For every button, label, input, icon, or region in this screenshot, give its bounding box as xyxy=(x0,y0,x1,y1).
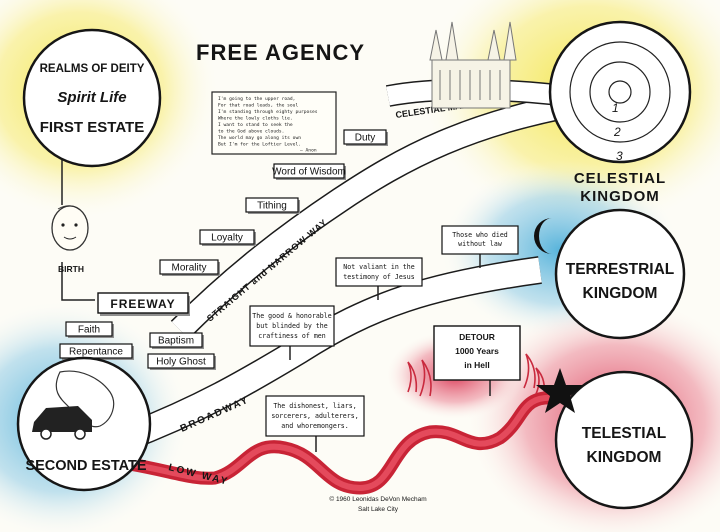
sign-detour: DETOUR 1000 Years in Hell xyxy=(433,325,521,396)
sign-good-honorable: The good & honorable but blinded by the … xyxy=(249,305,335,360)
terrestrial-kingdom-circle: TERRESTRIAL KINGDOM xyxy=(534,208,686,340)
sign-not-valiant-line: testimony of Jesus xyxy=(343,273,414,281)
sign-not-valiant-line: Not valiant in the xyxy=(343,263,414,271)
copyright-line: © 1960 Leonidas DeVon Mecham xyxy=(329,495,426,503)
telestial-title-line2: KINGDOM xyxy=(587,449,662,466)
poem-line: Where the lowly cloths lie. xyxy=(218,116,293,122)
step-faith-label: Faith xyxy=(78,325,100,336)
celestial-title-line1: CELESTIAL xyxy=(574,170,666,187)
sign-dishonest: The dishonest, liars, sorcerers, adulter… xyxy=(265,395,365,452)
car-icon xyxy=(32,406,92,440)
step-duty: Duty xyxy=(343,129,388,146)
step-word-of-wisdom: Word of Wisdom xyxy=(272,163,346,180)
step-duty-label: Duty xyxy=(355,133,376,144)
step-repentance-label: Repentance xyxy=(69,347,123,358)
sign-without-law-line: without law xyxy=(458,240,502,248)
step-tithing-label: Tithing xyxy=(257,201,287,212)
birth-label: BIRTH xyxy=(58,264,84,274)
descent-line xyxy=(61,160,95,301)
sign-detour-line: 1000 Years xyxy=(455,346,499,356)
step-loyalty-label: Loyalty xyxy=(211,233,243,244)
telestial-kingdom-circle: TELESTIAL KINGDOM xyxy=(536,368,694,510)
sign-dishonest-line: and whoremongers. xyxy=(281,422,349,430)
step-holy-ghost-label: Holy Ghost xyxy=(156,357,206,368)
temple-illustration xyxy=(429,21,517,109)
poem-line: to the God above clouds. xyxy=(218,129,284,135)
step-signs: Duty Word of Wisdom Tithing Loyalty Mora… xyxy=(59,129,388,370)
step-morality: Morality xyxy=(159,259,220,276)
degree-label: 2 xyxy=(613,125,621,139)
sign-good-honorable-line: but blinded by the xyxy=(256,322,327,330)
freeway-sign: FREEWAY xyxy=(97,292,190,316)
poem-box: I'm going to the upper road, For that ro… xyxy=(211,91,337,155)
first-estate-circle: REALMS OF DEITY Spirit Life FIRST ESTATE xyxy=(22,28,162,168)
step-holy-ghost: Holy Ghost xyxy=(147,353,216,370)
sign-good-honorable-line: The good & honorable xyxy=(252,312,331,320)
sign-detour-line: DETOUR xyxy=(459,332,495,342)
poem-author: — Anon xyxy=(300,148,317,154)
poem-line: But I'm for the Loftier Level. xyxy=(218,142,301,148)
sign-without-law-line: Those who died xyxy=(452,231,508,239)
poem-line: I'm standing through eighty purposes xyxy=(218,109,318,115)
poem-line: I want to stand to seek the xyxy=(218,122,293,128)
poem-line: I'm going to the upper road, xyxy=(218,96,295,102)
celestial-title-line2: KINGDOM xyxy=(580,188,660,205)
poem-line: For that road leads, the soul xyxy=(218,103,298,109)
sign-detour-line: in Hell xyxy=(464,360,490,370)
sign-dishonest-line: The dishonest, liars, xyxy=(273,402,356,410)
step-loyalty: Loyalty xyxy=(199,229,256,246)
copyright-line: Salt Lake City xyxy=(358,506,399,513)
step-tithing: Tithing xyxy=(245,197,300,214)
baby-icon xyxy=(51,205,89,251)
degree-label: 3 xyxy=(616,149,623,163)
step-baptism-label: Baptism xyxy=(158,336,194,347)
step-word-of-wisdom-label: Word of Wisdom xyxy=(272,167,346,178)
sign-not-valiant: Not valiant in the testimony of Jesus xyxy=(335,257,423,300)
telestial-title-line1: TELESTIAL xyxy=(582,425,666,442)
degree-label: 1 xyxy=(612,101,619,115)
road-signs: Those who died without law Not valiant i… xyxy=(249,225,521,452)
poem-line: The world may go along its own xyxy=(218,135,301,141)
celestial-kingdom-circle: 1 2 3 xyxy=(548,20,692,164)
page-title: FREE AGENCY xyxy=(196,40,365,65)
realms-line3: FIRST ESTATE xyxy=(40,119,144,136)
sign-without-law: Those who died without law xyxy=(441,225,519,268)
roads xyxy=(111,78,602,495)
step-morality-label: Morality xyxy=(171,263,206,274)
realms-line2: Spirit Life xyxy=(57,89,126,106)
sign-good-honorable-line: craftiness of men xyxy=(258,332,326,340)
continent-outline xyxy=(55,370,115,428)
second-estate-circle xyxy=(16,356,152,492)
step-faith: Faith xyxy=(65,321,114,338)
step-repentance: Repentance xyxy=(59,343,134,360)
moon-icon xyxy=(534,218,552,254)
freeway-label: FREEWAY xyxy=(110,297,175,311)
step-baptism: Baptism xyxy=(149,332,204,349)
star-icon xyxy=(536,368,584,413)
second-estate-label: SECOND ESTATE xyxy=(25,458,146,474)
terrestrial-title-line1: TERRESTRIAL xyxy=(566,261,675,278)
sign-dishonest-line: sorcerers, adulterers, xyxy=(271,412,358,420)
terrestrial-title-line2: KINGDOM xyxy=(583,285,658,302)
realms-line1: REALMS OF DEITY xyxy=(40,63,145,75)
